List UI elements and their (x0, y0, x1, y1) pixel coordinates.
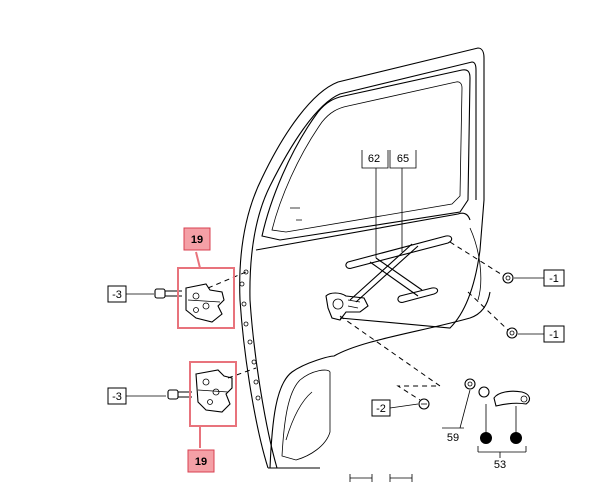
window-regulator (325, 235, 453, 321)
bolt-right-upper (502, 272, 514, 284)
svg-text:-2: -2 (376, 403, 386, 415)
callout-bolt-right-upper: -1 (543, 269, 565, 287)
highlight-frame-upper-hinge (177, 267, 235, 329)
bolt-right-lower (506, 327, 518, 339)
callout-bolt-right-lower: -1 (543, 325, 565, 343)
callout-clip-59: 59 (442, 427, 464, 444)
callout-bolt-upper: -3 (107, 285, 127, 303)
callout-hinge-upper: 19 (183, 227, 211, 251)
clip-59 (464, 378, 476, 390)
callout-bolt-lower: -3 (107, 387, 127, 405)
bolt-upper-3 (154, 288, 182, 299)
callout-screw-2: -2 (371, 399, 391, 417)
highlight-leader-upper (195, 251, 201, 269)
callout-regulator-62: 62 (361, 150, 389, 169)
bolt-lower-3 (167, 389, 192, 400)
screw-2 (418, 398, 430, 410)
hinge-lower (195, 369, 233, 413)
highlight-frame-lower-hinge (189, 361, 237, 427)
callout-regulator-65: 65 (389, 150, 417, 169)
svg-text:-1: -1 (549, 329, 559, 341)
window-crank-handle (478, 386, 531, 444)
svg-text:-1: -1 (549, 273, 559, 285)
svg-text:19: 19 (195, 456, 207, 468)
leader-lines (126, 168, 544, 458)
svg-text:65: 65 (397, 153, 409, 165)
svg-text:-3: -3 (112, 391, 122, 403)
hinge-upper (185, 283, 225, 323)
svg-text:19: 19 (191, 234, 203, 246)
callout-hinge-lower: 19 (187, 449, 215, 473)
svg-text:-3: -3 (112, 289, 122, 301)
svg-text:62: 62 (368, 153, 380, 165)
callout-handle-53: 53 (494, 459, 506, 471)
door-panel (239, 47, 491, 482)
svg-text:53: 53 (494, 459, 506, 471)
svg-text:59: 59 (447, 432, 459, 444)
